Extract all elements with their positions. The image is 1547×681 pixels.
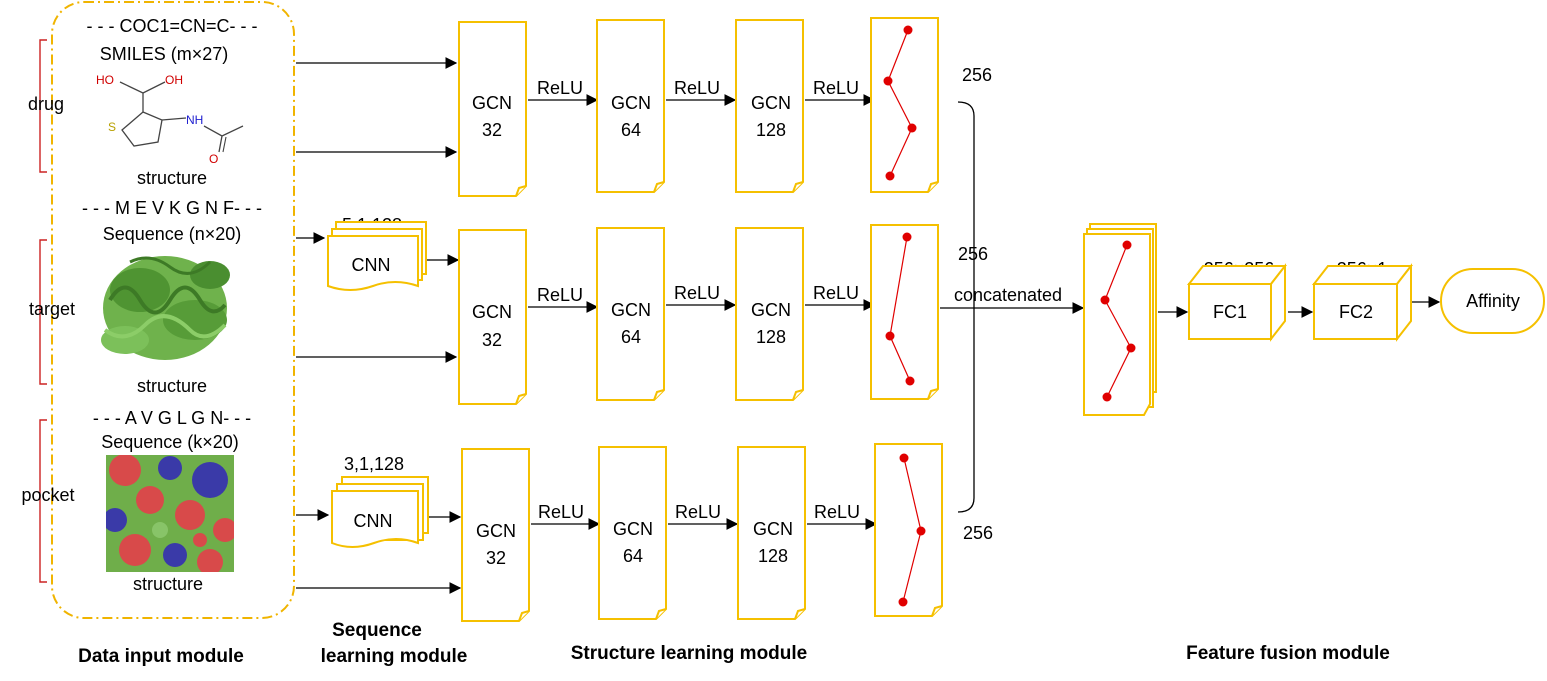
concat-bracket	[957, 101, 975, 513]
target-structure-label: structure	[137, 376, 207, 396]
cnn-block-2: 3,1,128 CNN	[331, 454, 429, 548]
gcn-row1-l1-name: GCN	[472, 93, 512, 113]
target-label: target	[29, 299, 75, 319]
gcn-row-drug: GCN 32 ReLU GCN 64 ReLU GCN 128 ReLU 256	[458, 17, 992, 197]
gcn-row2-l1-dim: 32	[482, 330, 502, 350]
gcn-row2-l2-dim: 64	[621, 327, 641, 347]
gcn-row1-l3-name: GCN	[751, 93, 791, 113]
gcn-row3-l3-dim: 128	[758, 546, 788, 566]
caption-sequence-line2: learning module	[321, 646, 468, 667]
caption-structure-learning: Structure learning module	[571, 643, 807, 664]
target-protein-image	[101, 256, 230, 360]
pocket-brace	[39, 419, 47, 583]
gcn-row-pocket: GCN 32 ReLU GCN 64 ReLU GCN 128 ReLU 256	[461, 443, 993, 622]
atom-o: O	[209, 152, 218, 166]
relu-row2-1: ReLU	[537, 285, 583, 305]
affinity-label: Affinity	[1466, 291, 1520, 311]
cnn-block-1: 5,1,128 CNN	[327, 215, 427, 291]
caption-sequence-line1: Sequence	[332, 620, 422, 641]
relu-row3-3: ReLU	[814, 502, 860, 522]
drug-brace	[39, 39, 47, 173]
pocket-sequence-label: Sequence (k×20)	[101, 432, 239, 452]
drug-smiles-label: SMILES (m×27)	[100, 44, 229, 64]
gcn-row1-l1-dim: 32	[482, 120, 502, 140]
gcn-row3-l1-name: GCN	[476, 521, 516, 541]
caption-feature-fusion: Feature fusion module	[1186, 643, 1390, 664]
fc1-block: 256×256 FC1	[1186, 259, 1288, 342]
gcn-row3-l1-dim: 32	[486, 548, 506, 568]
output-dim-row2: 256	[958, 244, 988, 264]
gcn-row1-l2-name: GCN	[611, 93, 651, 113]
fc1-label: FC1	[1213, 302, 1247, 322]
target-sequence-label: Sequence (n×20)	[103, 224, 242, 244]
relu-row3-1: ReLU	[538, 502, 584, 522]
caption-data-input: Data input module	[78, 646, 244, 667]
gcn-row3-l3-name: GCN	[753, 519, 793, 539]
atom-s: S	[108, 120, 116, 134]
fc2-block: 256×1 FC2	[1311, 259, 1414, 342]
cnn-size-2: 3,1,128	[344, 454, 404, 474]
pocket-structure-label: structure	[133, 574, 203, 594]
target-sequence-string: - - - M E V K G N F- - -	[82, 198, 262, 218]
concat-label: concatenated	[954, 285, 1062, 305]
drug-structure-label: structure	[137, 168, 207, 188]
gcn-row3-l2-dim: 64	[623, 546, 643, 566]
atom-nh: NH	[186, 113, 203, 127]
gcn-row2-l3-name: GCN	[751, 300, 791, 320]
pocket-surface-image	[106, 455, 234, 572]
drug-molecule: HO OH S NH O	[96, 73, 244, 166]
target-brace	[39, 239, 47, 385]
fc2-label: FC2	[1339, 302, 1373, 322]
gcn-row1-l3-dim: 128	[756, 120, 786, 140]
cnn-label-1: CNN	[352, 255, 391, 275]
relu-row2-3: ReLU	[813, 283, 859, 303]
gcn-row1-l2-dim: 64	[621, 120, 641, 140]
gcn-row-target: GCN 32 ReLU GCN 64 ReLU GCN 128 ReLU 256	[458, 224, 988, 405]
cnn-label-2: CNN	[354, 511, 393, 531]
fused-feature-stack	[1083, 223, 1157, 416]
relu-row1-1: ReLU	[537, 78, 583, 98]
atom-ho: HO	[96, 73, 114, 87]
relu-row2-2: ReLU	[674, 283, 720, 303]
gcn-row2-l2-name: GCN	[611, 300, 651, 320]
gcn-row2-l3-dim: 128	[756, 327, 786, 347]
gcn-row2-l1-name: GCN	[472, 302, 512, 322]
drug-smiles-string: - - - COC1=CN=C- - -	[87, 16, 258, 36]
drug-label: drug	[28, 94, 64, 114]
output-dim-row1: 256	[962, 65, 992, 85]
affinity-output	[1440, 268, 1545, 334]
relu-row3-2: ReLU	[675, 502, 721, 522]
output-dim-row3: 256	[963, 523, 993, 543]
relu-row1-2: ReLU	[674, 78, 720, 98]
atom-oh: OH	[165, 73, 183, 87]
pocket-sequence-string: - - - A V G L G N- - -	[93, 408, 251, 428]
gcn-row3-l2-name: GCN	[613, 519, 653, 539]
data-input-frame	[51, 1, 295, 619]
pocket-label: pocket	[21, 485, 74, 505]
relu-row1-3: ReLU	[813, 78, 859, 98]
